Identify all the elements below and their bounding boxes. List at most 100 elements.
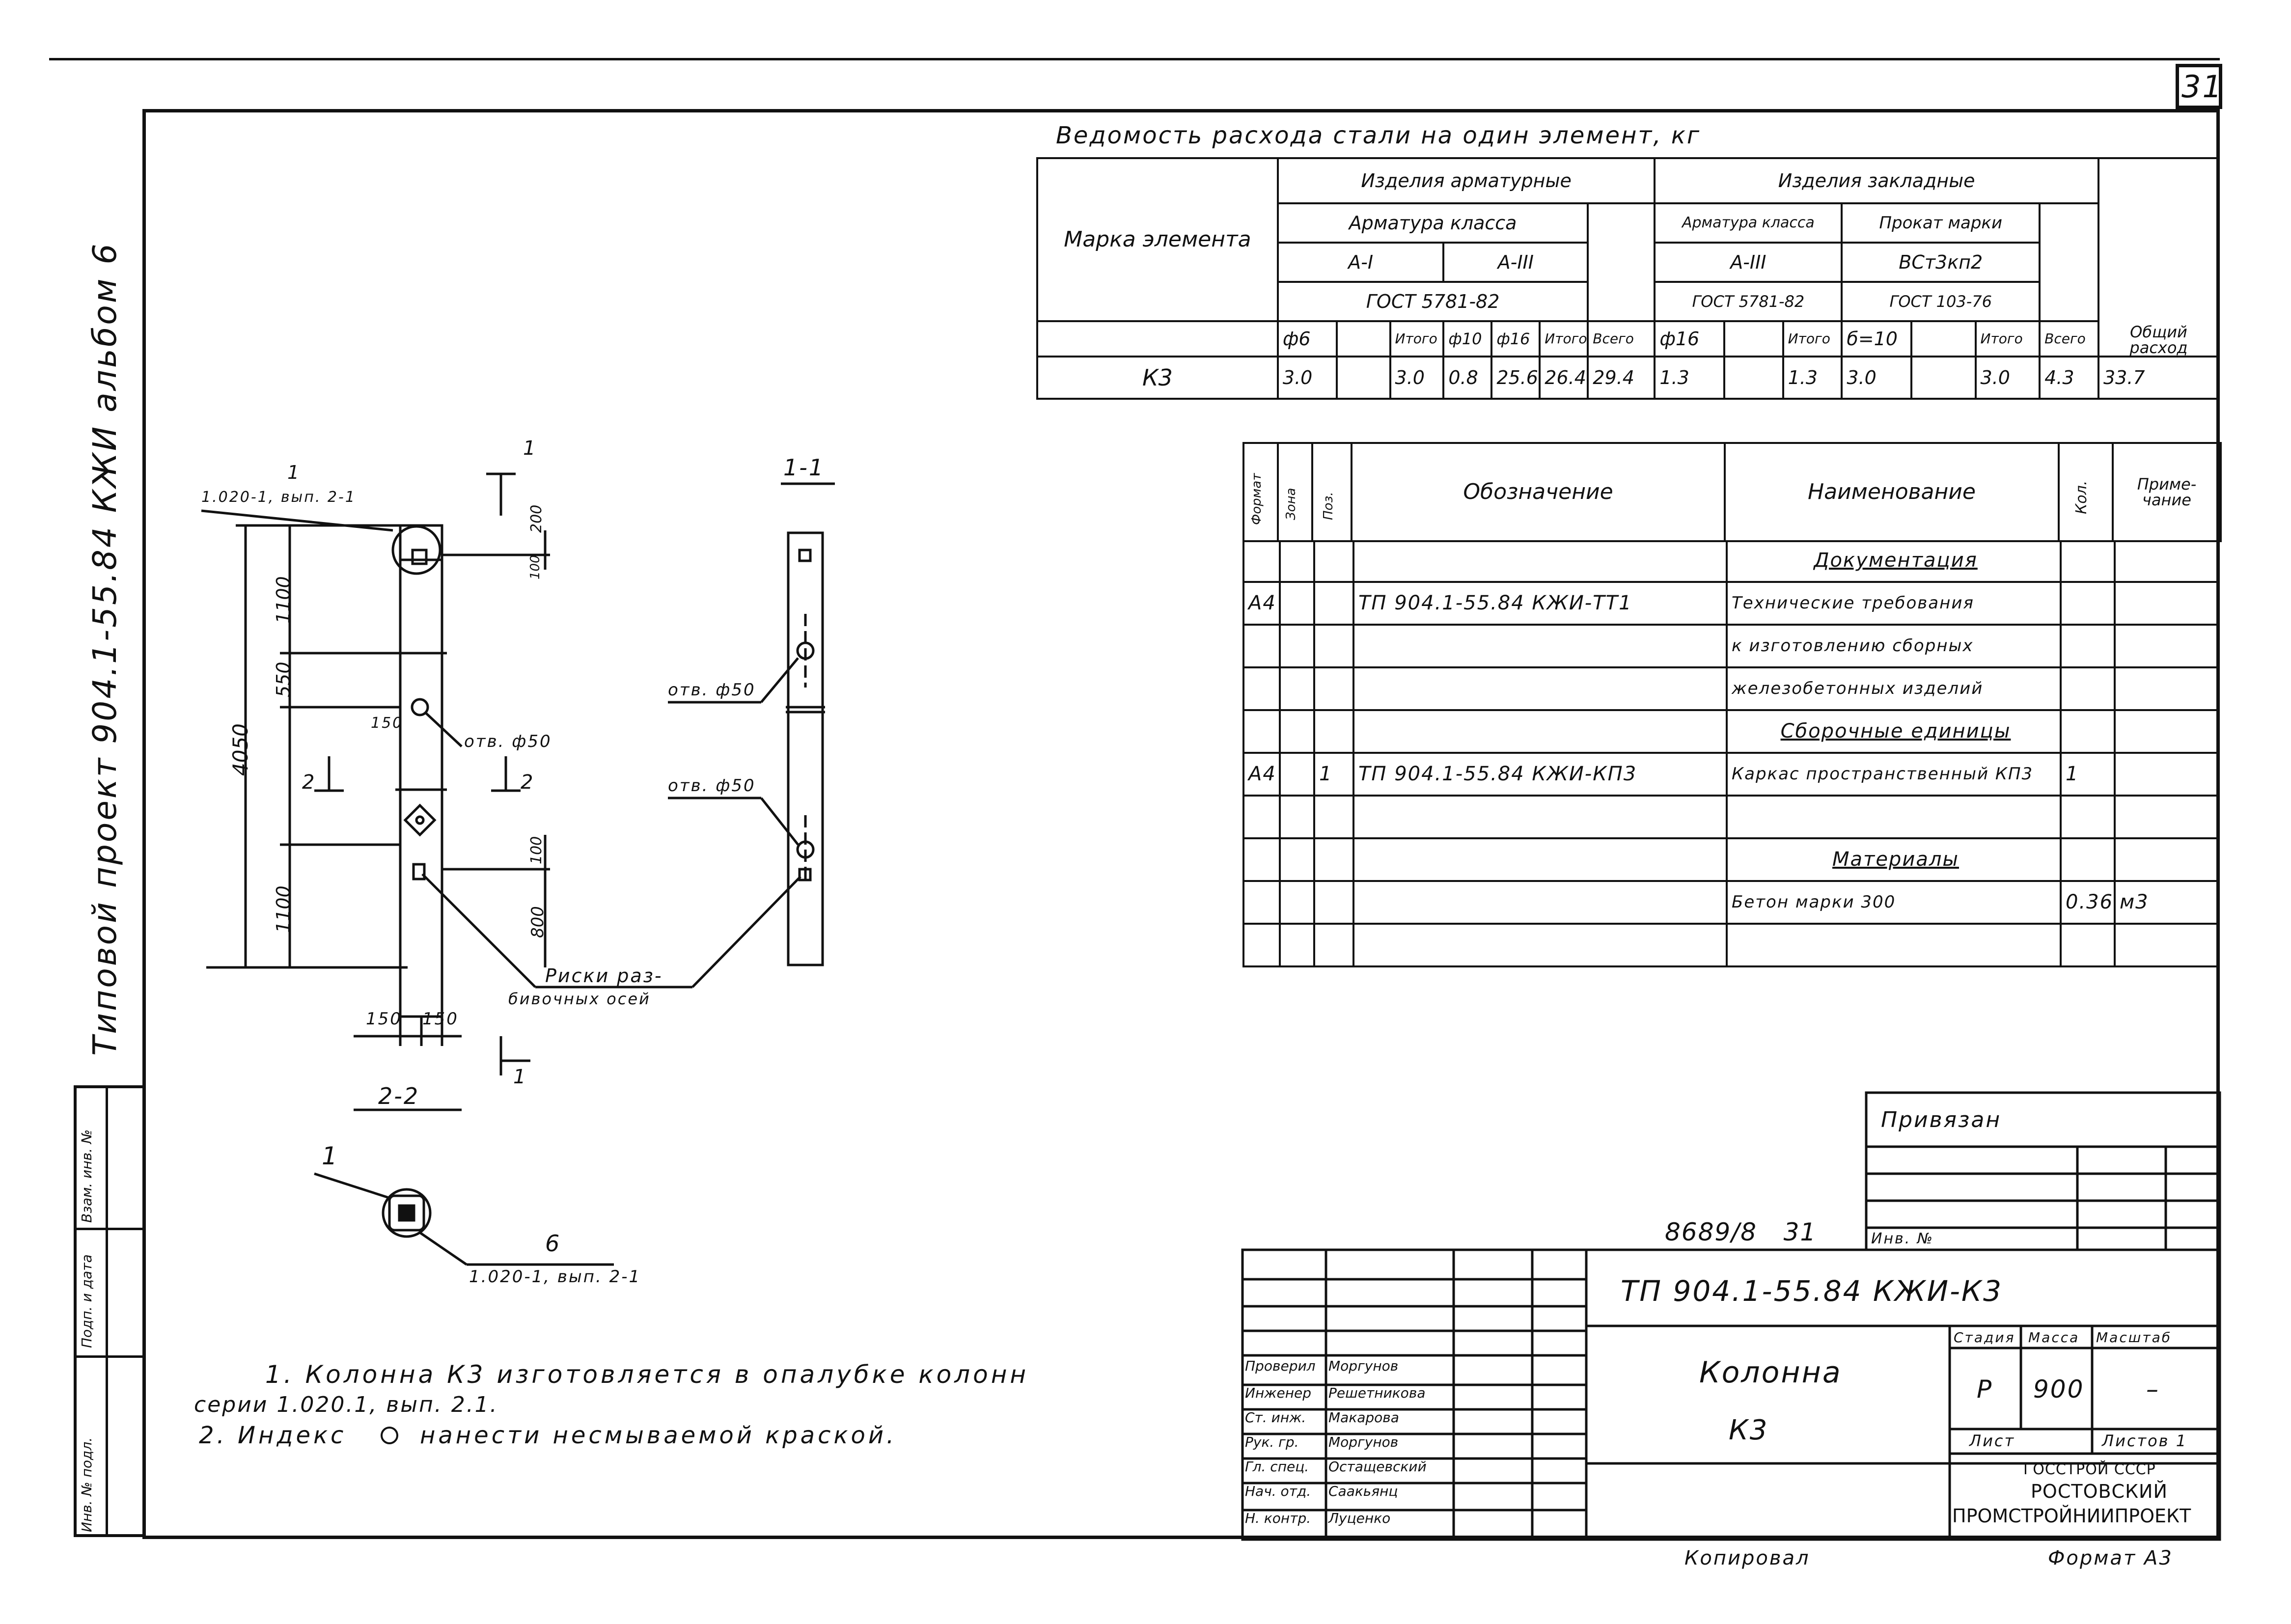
section-2-2-square: [388, 1194, 425, 1232]
binding-label: Привязан: [1881, 1107, 2002, 1132]
scale-value: –: [2146, 1375, 2160, 1404]
spec-cell-designation: [1353, 797, 1726, 837]
stamp-role: Рук. гр.: [1245, 1434, 1299, 1450]
table-row: [1242, 925, 2220, 967]
table-row: Материалы: [1242, 839, 2220, 882]
stamp-box: [1241, 1248, 2221, 1541]
sub-header: б=10: [1841, 320, 1912, 358]
dim-150-side: 150: [371, 715, 404, 732]
dim-1100-bottom: 1100: [273, 885, 294, 933]
spec-cell-pos: [1313, 583, 1353, 624]
value-cell: 3.0: [1974, 356, 2041, 400]
dim-200: 200: [528, 504, 545, 533]
value-cell: 0.8: [1442, 356, 1493, 400]
spec-cell-note: м3: [2114, 882, 2222, 923]
leader-line: [314, 1172, 391, 1200]
spec-cell-pos: [1313, 839, 1353, 880]
spec-cell-name: Документация: [1726, 540, 2060, 581]
table-row: [1242, 797, 2220, 839]
sub-header: Итого: [1389, 320, 1445, 358]
spec-cell-qty: 0.36: [2060, 882, 2114, 923]
side-stamp-block: [74, 1085, 142, 1537]
rolled-steel-header: Прокат марки: [1841, 202, 2041, 244]
stamp-name: Моргунов: [1328, 1434, 1399, 1450]
sub-header: [1723, 320, 1784, 358]
rolled-gost: ГОСТ 103-76: [1841, 281, 2041, 322]
org-line-3: ПРОМСТРОЙНИИПРОЕКТ: [1952, 1505, 2191, 1527]
group-embedded: Изделия закладные: [1654, 157, 2099, 204]
spec-cell-name: [1726, 797, 2060, 837]
spec-cell-designation: [1353, 711, 1726, 752]
dim-800: 800: [528, 906, 548, 938]
note-2: 2. Индекс: [199, 1422, 347, 1449]
scale-header: Масштаб: [2096, 1329, 2172, 1346]
reinf-class-header: Арматура класса: [1276, 202, 1589, 244]
callout-circle-top: [391, 525, 442, 575]
embed-gost: ГОСТ 5781-82: [1654, 281, 1843, 322]
blank-cell: [2039, 202, 2099, 322]
spec-cell-designation: ТП 904.1-55.84 КЖИ-КП3: [1353, 754, 1726, 795]
inventory-label: Инв. №: [1871, 1230, 1934, 1247]
dim-total: 4050: [228, 723, 252, 776]
spec-col-qty: Кол.: [2058, 442, 2114, 542]
stamp-name: Моргунов: [1328, 1358, 1399, 1374]
spec-cell-name: железобетонных изделий: [1726, 668, 2060, 709]
callout-ref-top: 1.020-1, вып. 2-1: [201, 489, 356, 506]
leader-line: [691, 876, 801, 988]
note-1: 1. Колонна К3 изготовляется в опалубке к…: [265, 1360, 1029, 1389]
value-cell: 29.4: [1587, 356, 1656, 400]
stamp-role: Нач. отд.: [1245, 1483, 1311, 1499]
spec-cell-pos: [1313, 925, 1353, 965]
section-1-1-view: [668, 531, 825, 988]
rolled-grade: ВСт3кп2: [1841, 242, 2041, 283]
sub-header: ф16: [1491, 320, 1541, 358]
spec-cell-pos: [1313, 540, 1353, 581]
group-reinforcement: Изделия арматурные: [1276, 157, 1656, 204]
spec-cell-qty: [2060, 711, 2114, 752]
dim-550: 550: [273, 661, 294, 697]
spec-cell-pos: [1313, 626, 1353, 666]
spec-col-zone: Зона: [1277, 442, 1313, 542]
sub-header: ф10: [1442, 320, 1493, 358]
axis-marks-label-2: бивочных осей: [508, 990, 651, 1008]
hole-label-section-upper: отв. ф50: [668, 680, 756, 700]
table-row: Сборочные единицы: [1242, 711, 2220, 754]
sheets-label: Листов 1: [2102, 1431, 2188, 1450]
sub-header: Итого: [1539, 320, 1589, 358]
spec-cell-qty: [2060, 668, 2114, 709]
column-outline: [399, 524, 443, 1018]
value-cell: 26.4: [1539, 356, 1589, 400]
axis-marks-label-1: Риски раз-: [545, 965, 663, 987]
spec-header-row: Формат Зона Поз. Обозначение Наименовани…: [1242, 442, 2222, 542]
spec-cell-designation: [1353, 882, 1726, 923]
spec-col-designation: Обозначение: [1351, 442, 1726, 542]
spec-cell-note: [2114, 668, 2222, 709]
sub-header-row: ф6 Итого ф10 ф16 Итого Всего ф16 Итого б…: [1036, 320, 2219, 358]
top-rule: [49, 58, 2220, 60]
detail-pos: 1: [322, 1142, 339, 1170]
spec-col-note: Приме-чание: [2112, 442, 2222, 542]
spec-cell-designation: ТП 904.1-55.84 КЖИ-ТТ1: [1353, 583, 1726, 624]
callout-pos-top: 1: [287, 462, 301, 483]
copied-by: Копировал: [1684, 1547, 1810, 1569]
blank-cell: [1036, 320, 1279, 358]
sub-header: Итого: [1974, 320, 2041, 358]
section-embed-top: [798, 549, 812, 562]
specification-table: Формат Зона Поз. Обозначение Наименовани…: [1242, 442, 2222, 542]
section-label-1-1: 1-1: [783, 454, 825, 481]
section-outline: [787, 531, 824, 966]
leader-line: [419, 1231, 468, 1266]
value-cell: [1723, 356, 1784, 400]
value-cell: [1910, 356, 1977, 400]
note-1b: серии 1.020.1, вып. 2.1.: [194, 1392, 498, 1417]
leader-line: [201, 509, 393, 532]
spec-cell-zone: [1279, 540, 1313, 581]
sheet-number: 31: [2181, 69, 2223, 105]
leader-line: [760, 657, 799, 703]
object-mark: К3: [1729, 1414, 1769, 1446]
blank-cell: [1587, 202, 1656, 322]
mass-header: Масса: [2028, 1329, 2080, 1346]
